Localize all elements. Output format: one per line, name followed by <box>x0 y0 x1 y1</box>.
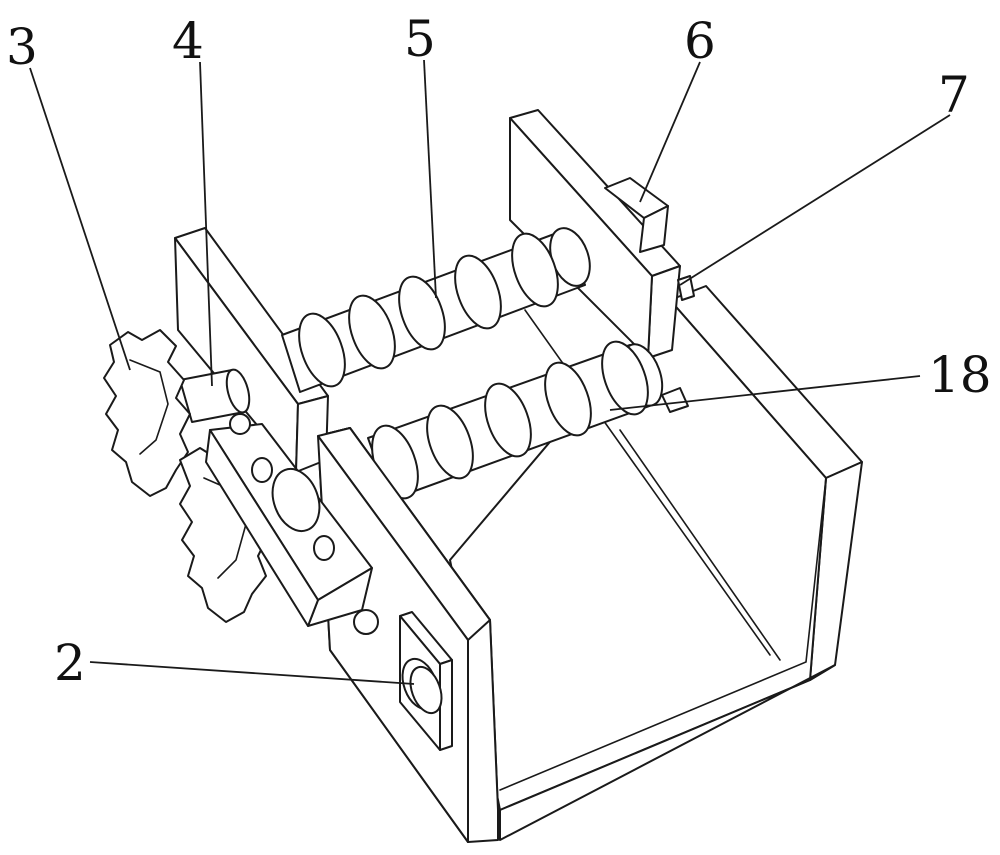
label-6: 6 <box>684 12 716 70</box>
label-3: 3 <box>6 18 38 76</box>
switch <box>399 611 453 751</box>
label-18: 18 <box>928 346 992 404</box>
drive-assembly <box>103 329 379 635</box>
upper-gear <box>103 329 191 497</box>
leader-lines <box>29 59 951 685</box>
label-5: 5 <box>404 10 436 68</box>
upper-roller <box>281 227 591 393</box>
upper-roller-rings <box>298 232 559 388</box>
right-side-plate <box>509 109 695 359</box>
part-labels: 3 4 5 6 7 18 2 <box>6 10 992 692</box>
label-4: 4 <box>172 12 204 70</box>
label-2: 2 <box>54 634 86 692</box>
label-7: 7 <box>938 66 970 124</box>
